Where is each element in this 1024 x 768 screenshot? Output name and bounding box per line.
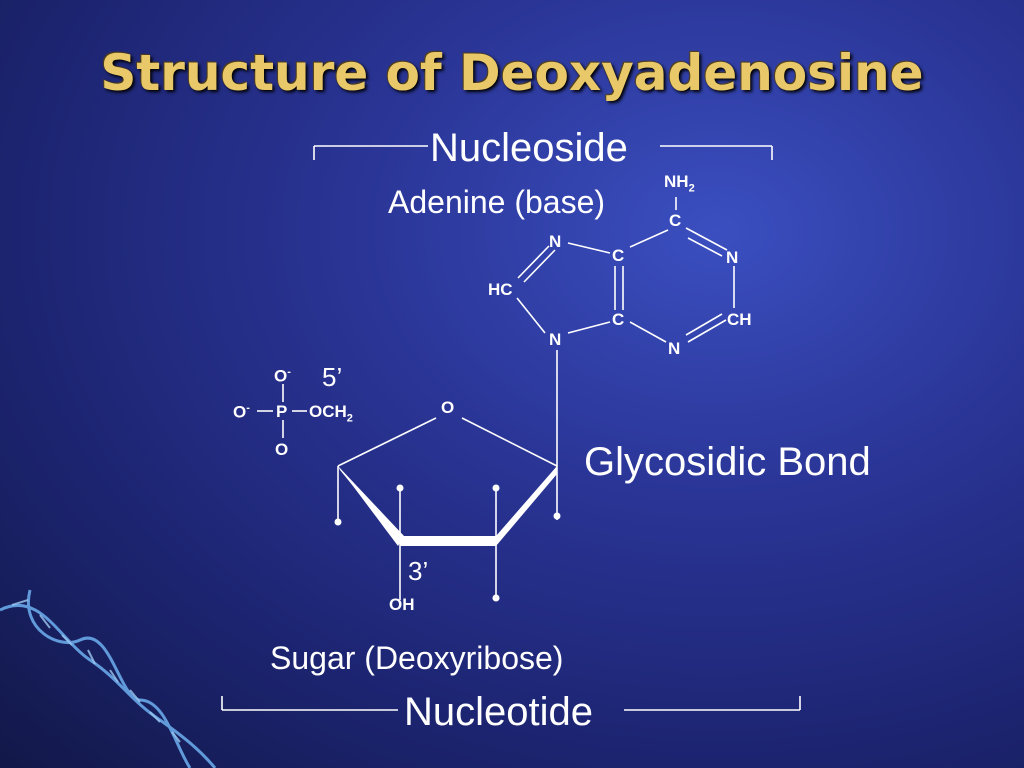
adenine-label: Adenine (base) (388, 184, 606, 220)
atom-c-top: C (669, 211, 682, 230)
atom-o-minus-top: O- (274, 366, 291, 386)
atom-o-bottom: O (275, 440, 289, 459)
atom-c-mid-top: C (612, 246, 625, 265)
nucleoside-label: Nucleoside (430, 126, 628, 170)
atom-oh: OH (389, 595, 415, 614)
atom-n-left-bottom: N (549, 330, 562, 349)
atom-och2: OCH2 (309, 402, 353, 425)
atom-o-minus-left: O- (233, 402, 250, 422)
glycosidic-bond-label: Glycosidic Bond (584, 440, 871, 484)
atom-hc: HC (488, 280, 513, 299)
slide-title: Structure of Deoxyadenosine (100, 44, 924, 102)
nucleotide-label: Nucleotide (404, 690, 594, 734)
atom-n-left-top: N (549, 232, 562, 251)
atom-p: P (276, 402, 288, 421)
atom-n-bottom: N (668, 339, 681, 358)
sugar-label: Sugar (Deoxyribose) (270, 640, 564, 676)
atom-ch: CH (727, 310, 752, 329)
three-prime-label: 3’ (408, 556, 429, 586)
five-prime-label: 5’ (322, 362, 343, 392)
atom-n-right-top: N (726, 248, 739, 267)
nh2-group: NH2 (664, 172, 695, 195)
atom-c-mid-bottom: C (612, 310, 625, 329)
atom-o-ring: O (441, 398, 455, 417)
